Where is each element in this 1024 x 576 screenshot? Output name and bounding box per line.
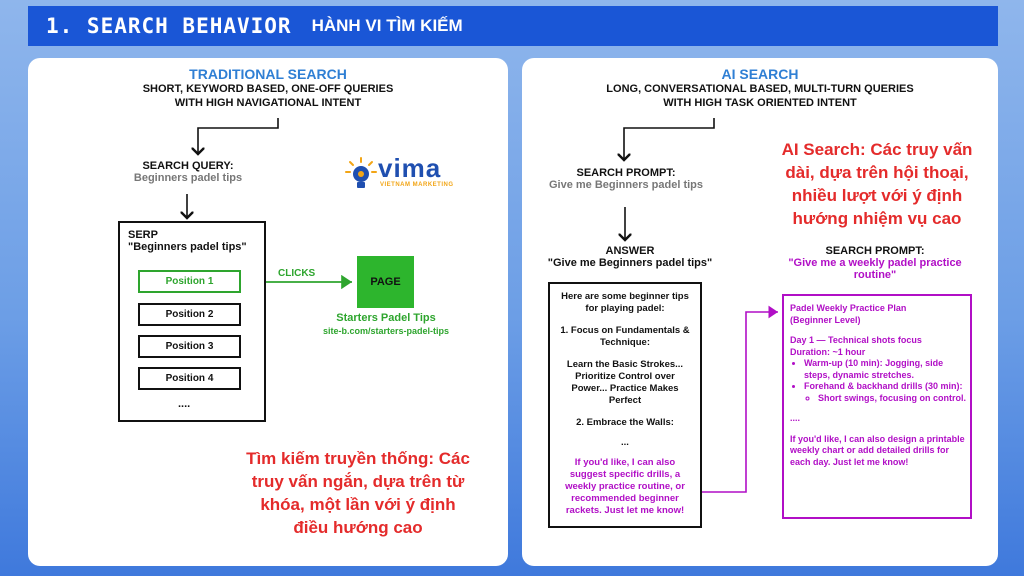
note-line: AI Search: Các truy vấn bbox=[781, 140, 973, 159]
note-line: hướng nhiệm vụ cao bbox=[792, 209, 962, 228]
plan-more: .... bbox=[790, 413, 801, 423]
answer-label: ANSWER bbox=[605, 245, 655, 257]
answer-line: Prioritize Control over bbox=[575, 371, 675, 382]
note-line: truy vấn ngắn, dựa trên từ bbox=[251, 472, 465, 491]
plan-title: Padel Weekly Practice Plan bbox=[790, 303, 907, 313]
section-header: 1. SEARCH BEHAVIOR HÀNH VI TÌM KIẾM bbox=[28, 6, 998, 46]
search-query-value: Beginners padel tips bbox=[133, 172, 243, 184]
answer-heading: ANSWER "Give me Beginners padel tips" bbox=[530, 245, 730, 269]
ai-subtitle-2: WITH HIGH TASK ORIENTED INTENT bbox=[663, 97, 857, 109]
traditional-search-panel bbox=[28, 58, 508, 566]
serp-more: .... bbox=[178, 398, 191, 410]
prompt2-value-2: routine" bbox=[853, 269, 897, 281]
prompt2-label: SEARCH PROMPT: bbox=[825, 245, 925, 257]
traditional-subtitle-2: WITH HIGH NAVIGATIONAL INTENT bbox=[174, 97, 362, 109]
serp-title: SERP bbox=[128, 229, 158, 241]
search-query-label: SEARCH QUERY: bbox=[142, 160, 234, 172]
plan-followup: If you'd like, I can also design a print… bbox=[790, 433, 965, 467]
arrow-to-query bbox=[198, 118, 279, 154]
plan-subitem: Short swings, focusing on control. bbox=[818, 393, 968, 405]
page-title: Starters Padel Tips bbox=[336, 312, 436, 324]
answer-line: 1. Focus on Fundamentals & bbox=[560, 325, 690, 336]
section-title-vn: HÀNH VI TÌM KIẾM bbox=[311, 16, 463, 35]
page-url[interactable]: site-b.com/starters-padel-tips bbox=[322, 326, 450, 336]
answer-followup: recommended beginner bbox=[571, 493, 679, 504]
plan-item: Warm-up (10 min): Jogging, side steps, d… bbox=[804, 358, 968, 381]
answer-line: ... bbox=[621, 437, 629, 448]
note-line: điều hướng cao bbox=[293, 518, 423, 537]
serp-query: "Beginners padel tips" bbox=[128, 241, 247, 253]
search-query: SEARCH QUERY: Beginners padel tips bbox=[118, 160, 258, 184]
clicks-label: CLICKS bbox=[278, 268, 316, 279]
answer-content: Here are some beginner tips for playing … bbox=[552, 291, 698, 517]
ai-search-prompt-2: SEARCH PROMPT: "Give me a weekly padel p… bbox=[768, 245, 982, 281]
answer-followup: rackets. Just let me know! bbox=[565, 505, 685, 516]
follow-up-arrow bbox=[702, 305, 778, 493]
serp-position-4[interactable]: Position 4 bbox=[138, 367, 241, 390]
answer-box bbox=[548, 282, 702, 528]
traditional-title: TRADITIONAL SEARCH bbox=[189, 66, 347, 82]
plan-item: Forehand & backhand drills (30 min): bbox=[804, 381, 968, 393]
answer-followup: suggest specific drills, a bbox=[569, 469, 681, 480]
logo-tagline: VIETNAM MARKETING bbox=[380, 182, 454, 188]
answer-line: Power... Practice Makes bbox=[571, 383, 679, 394]
ai-prompt-value: Give me Beginners padel tips bbox=[548, 179, 704, 191]
plan-duration: Duration: ~1 hour bbox=[790, 346, 866, 357]
plan-day: Day 1 — Technical shots focus bbox=[790, 335, 922, 345]
arrow-to-prompt bbox=[624, 118, 715, 160]
answer-followup: weekly practice routine, or bbox=[565, 481, 685, 492]
note-line: khóa, một lần với ý định bbox=[260, 495, 456, 514]
note-line: nhiều lượt với ý định bbox=[791, 186, 963, 205]
prompt2-value-1: "Give me a weekly padel practice bbox=[788, 257, 962, 269]
answer-line: Here are some beginner tips bbox=[561, 291, 689, 302]
vima-logo: vima VIETNAM MARKETING bbox=[344, 153, 464, 192]
section-title: 1. SEARCH BEHAVIOR bbox=[46, 14, 292, 38]
logo-wordmark: vima bbox=[378, 153, 442, 183]
answer-line: Learn the Basic Strokes... bbox=[566, 359, 684, 370]
ai-title: AI SEARCH bbox=[721, 66, 799, 82]
note-line: Tìm kiếm truyền thống: Các bbox=[246, 449, 470, 468]
answer-value: "Give me Beginners padel tips" bbox=[547, 257, 713, 269]
answer-line: for playing padel: bbox=[585, 303, 665, 314]
answer-line: Technique: bbox=[600, 337, 650, 348]
serp-position-1[interactable]: Position 1 bbox=[138, 270, 241, 293]
ai-search-prompt: SEARCH PROMPT: Give me Beginners padel t… bbox=[536, 167, 716, 191]
serp-header: SERP "Beginners padel tips" bbox=[128, 229, 262, 253]
ai-heading: AI SEARCH LONG, CONVERSATIONAL BASED, MU… bbox=[522, 66, 998, 110]
serp-position-3[interactable]: Position 3 bbox=[138, 335, 241, 358]
serp-position-2[interactable]: Position 2 bbox=[138, 303, 241, 326]
practice-plan-content: Padel Weekly Practice Plan (Beginner Lev… bbox=[790, 303, 968, 468]
answer-line: Perfect bbox=[608, 395, 642, 406]
answer-line: 2. Embrace the Walls: bbox=[576, 417, 674, 428]
traditional-heading: TRADITIONAL SEARCH SHORT, KEYWORD BASED,… bbox=[28, 66, 508, 110]
ai-note-vn: AI Search: Các truy vấn dài, dựa trên hộ… bbox=[762, 138, 992, 230]
ai-prompt-label: SEARCH PROMPT: bbox=[576, 167, 676, 179]
ai-subtitle-1: LONG, CONVERSATIONAL BASED, MULTI-TURN Q… bbox=[606, 83, 914, 95]
result-page[interactable]: PAGE bbox=[357, 256, 414, 308]
lightbulb-icon bbox=[345, 157, 377, 188]
answer-followup: If you'd like, I can also bbox=[574, 457, 676, 468]
traditional-subtitle-1: SHORT, KEYWORD BASED, ONE-OFF QUERIES bbox=[142, 83, 394, 95]
traditional-note-vn: Tìm kiếm truyền thống: Các truy vấn ngắn… bbox=[218, 447, 498, 539]
plan-title: (Beginner Level) bbox=[790, 314, 861, 325]
note-line: dài, dựa trên hội thoại, bbox=[785, 163, 969, 182]
practice-plan-box bbox=[782, 294, 972, 519]
